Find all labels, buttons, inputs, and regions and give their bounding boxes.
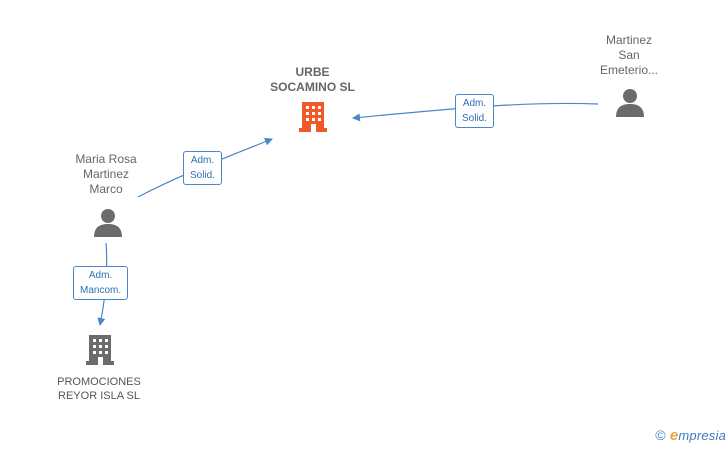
- empresia-logo: ©empresia: [655, 427, 726, 444]
- edge-label-line: Solid.: [190, 170, 216, 181]
- copyright-icon: ©: [655, 427, 666, 443]
- building-icon[interactable]: [84, 333, 118, 367]
- node-label-line: Marco: [89, 182, 123, 196]
- edge-label-line: Mancom.: [80, 285, 122, 296]
- person-icon[interactable]: [615, 88, 645, 118]
- brand-name: mpresia: [678, 428, 726, 443]
- node-label-maria-rosa-martinez-marco[interactable]: Maria Rosa Martinez Marco: [60, 152, 152, 197]
- edge-label-line: Adm.: [190, 155, 215, 166]
- node-label-line: Martinez: [82, 167, 129, 181]
- node-label-line: REYOR ISLA SL: [58, 390, 140, 402]
- person-icon[interactable]: [93, 208, 123, 238]
- edge-label-adm-solid[interactable]: Adm. Solid.: [455, 94, 495, 128]
- edge-label-line: Adm.: [462, 98, 487, 109]
- brand-initial: e: [669, 427, 679, 444]
- node-label-promociones-reyor-isla[interactable]: PROMOCIONES REYOR ISLA SL: [45, 375, 153, 403]
- edge-label-line: Adm.: [88, 270, 113, 281]
- node-label-line: URBE: [295, 65, 330, 79]
- node-label-line: PROMOCIONES: [57, 376, 141, 388]
- node-label-line: Emeterio...: [599, 63, 659, 77]
- node-label-line: Martinez: [605, 33, 652, 47]
- node-label-line: San: [618, 48, 640, 62]
- edge-label-adm-solid[interactable]: Adm. Solid.: [183, 151, 223, 185]
- node-label-line: SOCAMINO SL: [270, 80, 355, 94]
- node-label-urbe-socamino[interactable]: URBE SOCAMINO SL: [255, 65, 370, 95]
- building-icon[interactable]: [297, 100, 331, 134]
- node-label-line: Maria Rosa: [75, 152, 137, 166]
- edge-label-line: Solid.: [462, 113, 488, 124]
- edge-label-adm-mancom[interactable]: Adm. Mancom.: [73, 266, 129, 300]
- node-label-martinez-san-emeterio[interactable]: Martinez San Emeterio...: [585, 33, 673, 78]
